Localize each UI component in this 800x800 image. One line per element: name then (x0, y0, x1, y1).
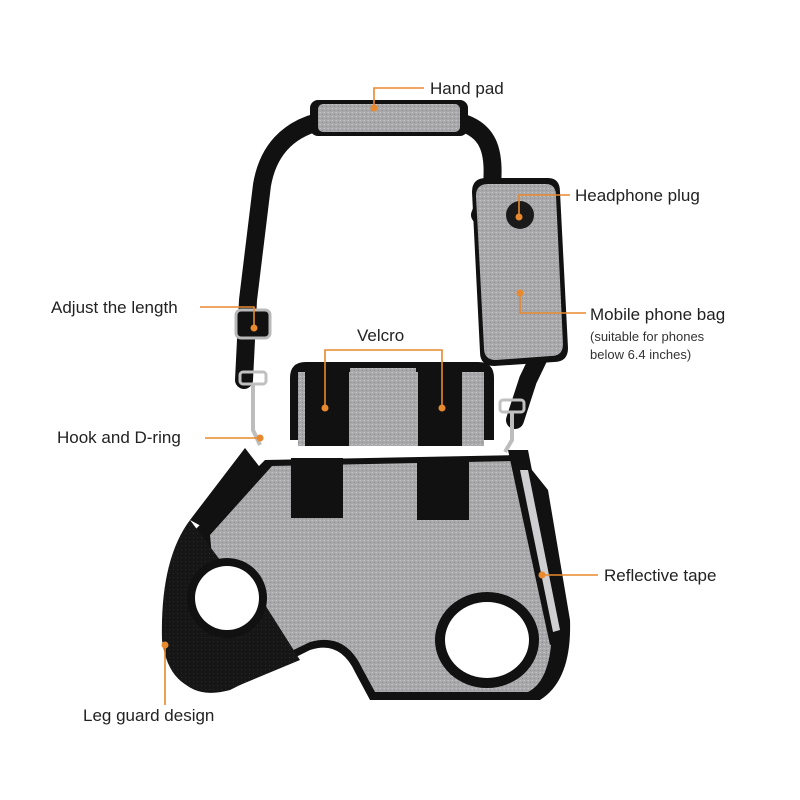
label-adjust-length: Adjust the length (51, 298, 178, 317)
phone-bag (472, 178, 568, 366)
label-headphone-plug: Headphone plug (575, 186, 700, 205)
label-hand-pad: Hand pad (430, 79, 504, 98)
label-velcro: Velcro (357, 326, 405, 345)
label-reflective-tape: Reflective tape (604, 566, 717, 585)
callout-dots (161, 104, 546, 649)
harness-body (161, 448, 571, 700)
harness-top-panel (290, 362, 494, 446)
hand-pad (310, 100, 468, 136)
label-hook-d-ring: Hook and D-ring (57, 428, 181, 447)
label-mobile-phone-bag-note-2: below 6.4 inches) (590, 347, 692, 362)
label-mobile-phone-bag: Mobile phone bag (590, 305, 726, 324)
callout-leaders (164, 87, 598, 705)
label-mobile-phone-bag-note-1: (suitable for phones (590, 329, 705, 344)
label-leg-guard: Leg guard design (83, 706, 215, 725)
